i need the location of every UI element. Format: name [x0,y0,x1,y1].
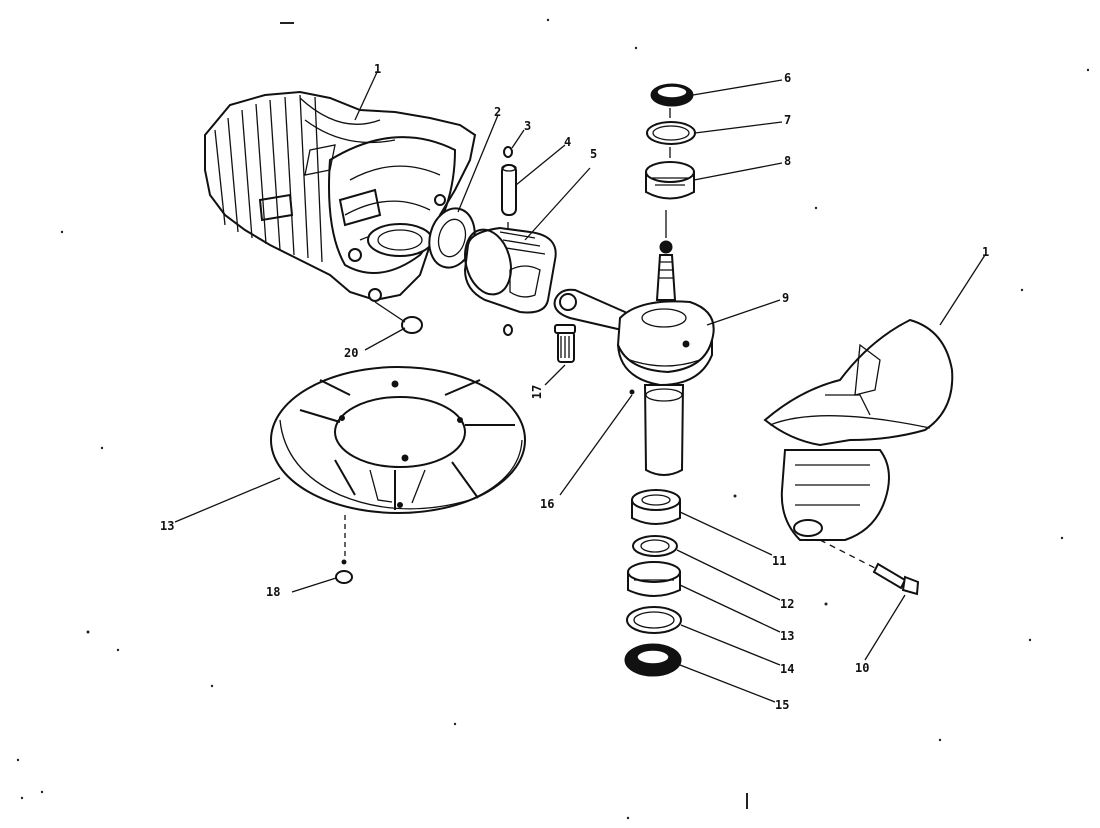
leader-line [524,167,591,241]
cylinder-crankcase-left [204,90,477,302]
callout-7: 7 [784,113,792,127]
part-13-plate [270,366,526,514]
callout-13: 13 [780,629,795,643]
leader-line [515,144,566,186]
leader-line [511,129,525,149]
callout-5: 5 [590,147,598,161]
callout-12: 12 [780,597,795,611]
callout-4: 4 [564,135,572,149]
leader-line [354,69,379,121]
callout-2: 2 [494,105,502,119]
part-13-bearing [627,561,681,597]
part-15-oil-seal [624,643,682,677]
leader-line [693,162,783,181]
leader-line [364,327,406,351]
part-6-oil-seal [650,83,694,107]
callout-9: 9 [782,291,790,305]
leader-line [679,664,776,703]
callout-13-left: 13 [160,519,175,533]
leader-line [694,121,783,134]
scan-noise [16,18,1090,820]
part-14-ring [626,606,682,634]
leader-line [457,114,499,213]
leader-line [692,79,783,96]
leader-line [676,549,781,601]
callout-6: 6 [784,71,792,85]
part-12-ring [632,535,678,557]
part-3-clip [503,146,513,158]
callout-15: 15 [775,698,790,712]
callout-20: 20 [344,346,359,360]
part-17-needle-bearing [554,324,576,363]
leader-line [559,394,633,496]
part-10-bolt [819,539,920,596]
callout-1-right: 1 [982,245,990,259]
leader-line [706,299,781,326]
part-16-point [629,389,635,395]
part-20-plug [374,301,423,334]
callout-14: 14 [780,662,795,676]
leader-line [174,477,281,523]
callout-11: 11 [772,554,787,568]
part-11-bearing [631,489,681,525]
part-18-screw [335,559,353,584]
part-9-crankshaft [616,240,715,476]
callout-17: 17 [530,384,545,400]
leader-line [544,364,566,386]
leader-line [679,511,773,556]
connecting-rod [553,288,629,332]
leader-line [680,624,781,666]
callout-18: 18 [266,585,281,599]
part-5-piston [463,226,557,314]
leader-line [679,584,781,633]
part-8-bearing [645,161,695,200]
callout-1-left: 1 [374,62,382,76]
crankcase-right [763,318,954,541]
callout-10: 10 [855,661,870,675]
callout-8: 8 [784,154,792,168]
part-7-ring [646,121,696,145]
callout-16: 16 [540,497,555,511]
leader-line [864,594,906,661]
callout-3: 3 [524,119,532,133]
part-4-wrist-pin [501,164,517,216]
leader-line [939,254,986,326]
leader-line [291,577,337,593]
part-3-clip-lower [503,324,513,336]
